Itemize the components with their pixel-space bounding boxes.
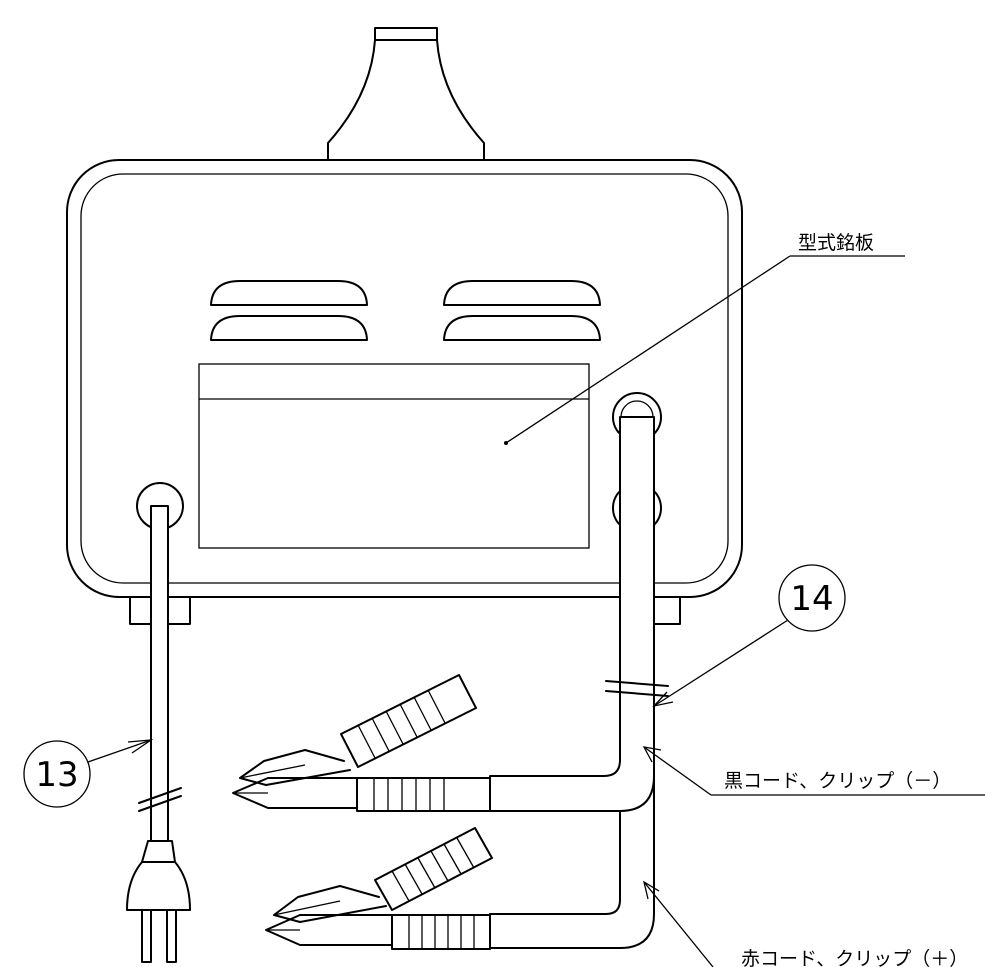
red-cord-leader <box>643 880 714 967</box>
label-nameplate: 型式銘板 <box>798 232 874 254</box>
callout-13 <box>23 739 154 808</box>
black-clip <box>232 674 491 812</box>
charger-housing <box>66 159 743 598</box>
grommets <box>136 392 662 533</box>
label-red-cord: 赤コード、クリップ（＋） <box>741 948 968 967</box>
callout-number-13: 13 <box>35 755 78 795</box>
callout-number-14: 14 <box>790 579 833 619</box>
vent-slots <box>210 280 601 341</box>
top-handle <box>327 27 485 161</box>
label-black-cord: 黒コード、クリップ（－） <box>724 770 951 792</box>
black-cord <box>489 416 669 812</box>
red-clip <box>265 827 493 950</box>
power-cord <box>138 505 182 842</box>
model-nameplate <box>198 363 590 549</box>
nameplate-leader <box>505 255 905 444</box>
black-cord-leader <box>642 746 985 796</box>
feet <box>129 596 681 625</box>
callout-14 <box>652 564 846 708</box>
power-plug <box>126 840 191 963</box>
